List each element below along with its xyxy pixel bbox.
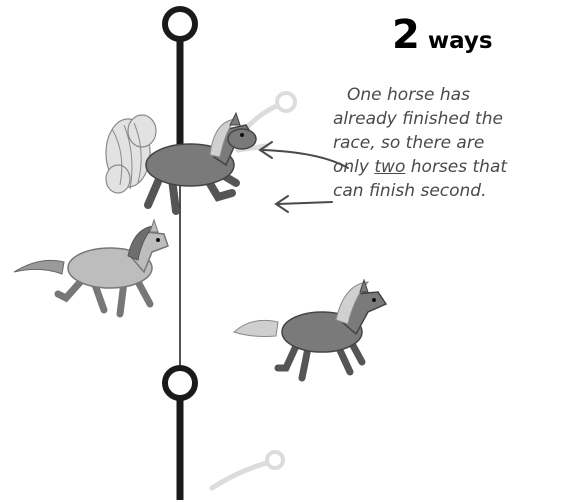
horse-running-dark-icon [234, 280, 386, 378]
note-emphasis: two [374, 157, 405, 177]
note-line: can finish second. [333, 179, 571, 203]
note-text: only [333, 157, 374, 177]
ghost-node-upper [277, 93, 295, 111]
note-line: race, so there are [333, 131, 571, 155]
note-line: already finished the [333, 107, 571, 131]
middle-node [165, 368, 195, 398]
top-node [165, 9, 195, 39]
arrow-icon [276, 196, 332, 212]
count-number: 2 [392, 12, 420, 58]
horse-running-light-icon [14, 220, 168, 314]
ghost-node-lower [267, 452, 283, 468]
timeline [165, 9, 195, 500]
note-text: horses that [405, 157, 507, 177]
count-unit: ways [428, 28, 493, 54]
ways-count: 2 ways [392, 10, 567, 60]
note-line: only two horses that [333, 155, 571, 179]
note-line: One horse has [333, 83, 571, 107]
annotation-note: One horse has already finished the race,… [333, 83, 571, 203]
